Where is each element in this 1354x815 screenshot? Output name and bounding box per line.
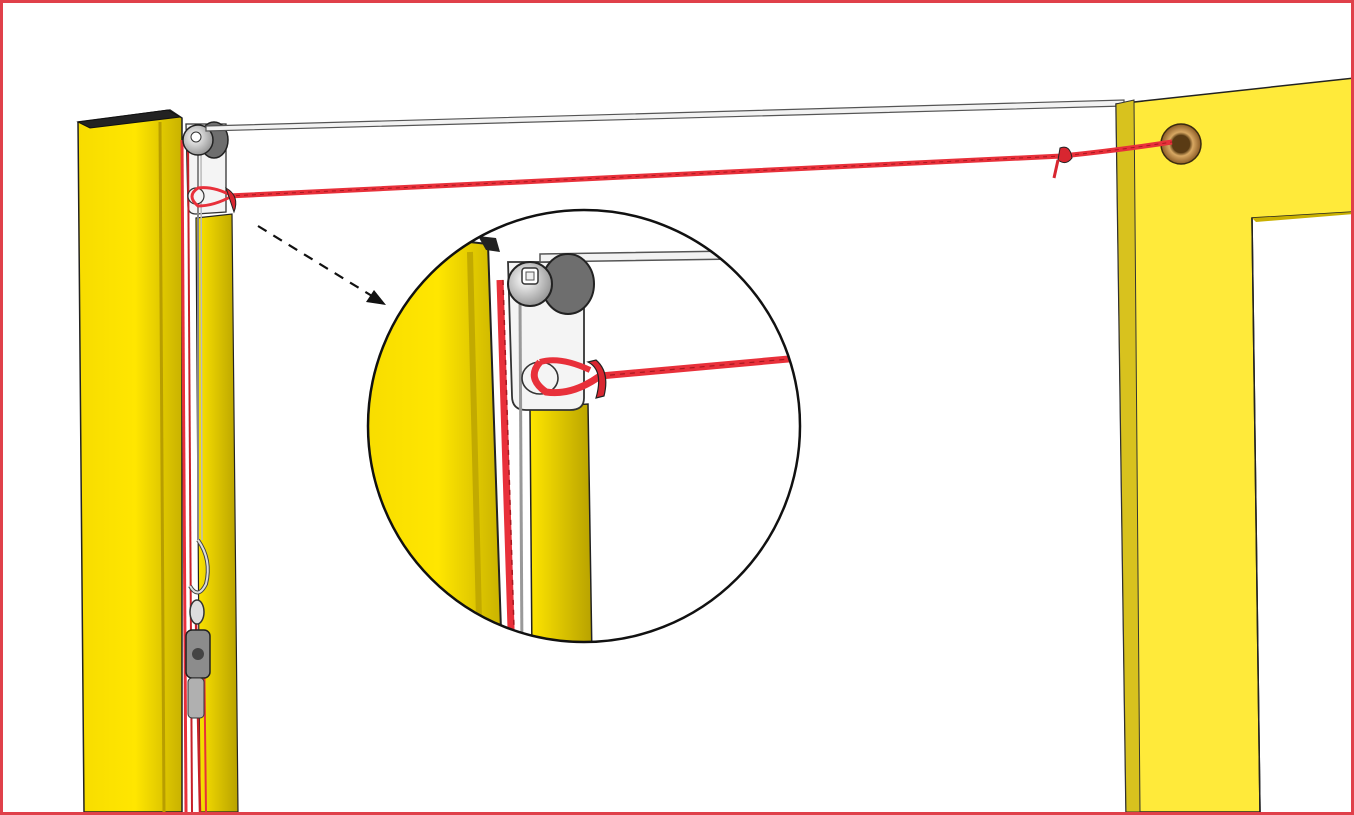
detail-magnifier — [366, 208, 802, 644]
post-knot — [190, 186, 237, 214]
top-cable — [205, 99, 1125, 132]
left-post — [76, 109, 183, 812]
right-panel — [1115, 77, 1351, 812]
installation-diagram — [76, 77, 1351, 812]
dashed-arrow-icon — [257, 225, 386, 305]
knot-icon — [1052, 146, 1073, 179]
eyelet-icon — [1160, 123, 1202, 165]
tension-rope — [227, 139, 1173, 199]
hook-assembly — [185, 538, 211, 719]
